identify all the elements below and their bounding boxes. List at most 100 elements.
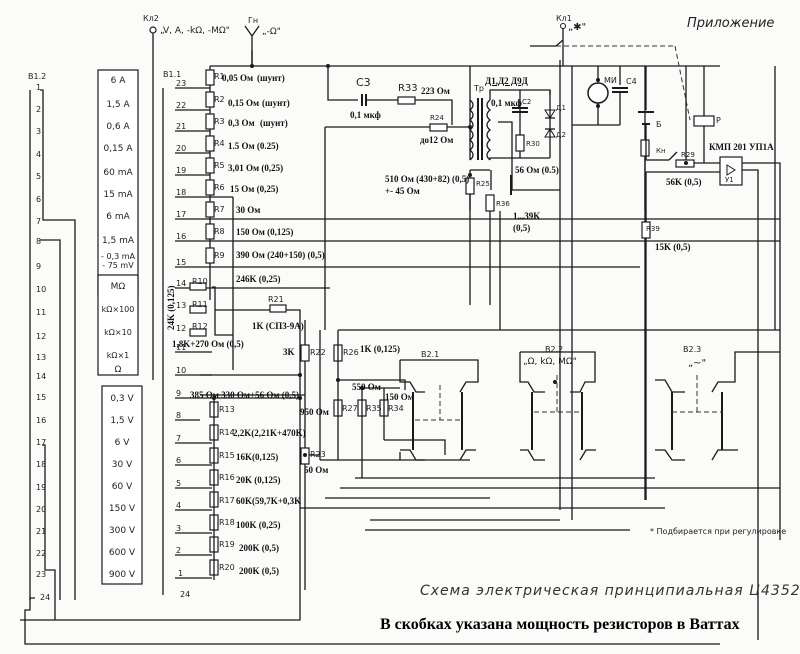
range-voltage: 900 V: [108, 570, 136, 580]
b1-2-pos: 4: [36, 150, 42, 159]
range-voltage: 150 V: [108, 504, 136, 514]
b1-1-pos: 22: [176, 101, 187, 110]
terminal-gn-label: Гн: [248, 16, 259, 25]
switch-b1-2-label: B1.2: [28, 72, 47, 81]
range-panels: [97, 69, 143, 585]
range-current: 15 mA: [103, 190, 133, 200]
terminal-kl1-label: Кл1: [556, 14, 572, 23]
rectifier: [498, 90, 560, 195]
switch-b2-2-symbol: [519, 351, 596, 461]
d2-ref: Д2: [556, 131, 566, 139]
battery-and-button: [638, 66, 720, 500]
b1-2-pos: 15: [36, 393, 47, 402]
range-voltage: 60 V: [111, 482, 133, 492]
switch-b2-2-label: B2.2: [545, 345, 564, 354]
range-voltage: 1,5 V: [110, 416, 134, 426]
c4-ref: C4: [626, 77, 637, 86]
range-current: 60 mA: [103, 168, 133, 178]
range-voltage: 600 V: [108, 548, 136, 558]
resistor-ref: R12: [192, 322, 208, 331]
range-voltage: 30 V: [111, 460, 133, 470]
b1-1-pos: 15: [176, 258, 187, 267]
resistor-value: 385 Ом 330 Ом+56 Ом (0,5): [190, 390, 300, 400]
c3-value: 0,1 мкф: [350, 110, 381, 120]
r33-value: 15K (0,5): [655, 242, 691, 252]
b1-1-pos: 20: [176, 144, 187, 153]
resistor-value: 3K: [283, 347, 295, 357]
switch-b1-1-contacts: [152, 60, 780, 595]
b1-1-pos: 18: [176, 188, 187, 197]
switch-b2-1-label: B2.1: [421, 350, 440, 359]
r25-ref: R25: [476, 180, 490, 188]
r24-ref: R24: [430, 114, 444, 122]
meter-section: [559, 60, 650, 520]
resistor-ref: R15: [219, 451, 235, 460]
b1-2-pos: 11: [36, 308, 47, 317]
r24-value: до12 Ом: [420, 135, 454, 145]
button-ref: Кн: [656, 147, 666, 155]
range-voltage: 0,3 V: [110, 394, 134, 404]
b1-2-pos: 8: [36, 237, 42, 246]
switch-b2-1-symbol: [399, 359, 479, 461]
range-current: 0,15 A: [103, 144, 133, 154]
b1-2-pos: 19: [36, 483, 47, 492]
resistor-value: 200K (0,5): [239, 543, 279, 553]
resistor-ref: R34: [388, 404, 404, 413]
resistor-ref: R20: [219, 563, 235, 572]
amplifier-ic: [719, 66, 781, 640]
r36-ref: R36: [496, 200, 510, 208]
range-voltage: 300 V: [108, 526, 136, 536]
b1-1-pos: 6: [176, 456, 182, 465]
resistor-value: 16K(0,125): [236, 452, 279, 462]
range-resistance: Ω: [114, 365, 122, 375]
b1-2-pos: 18: [36, 460, 47, 469]
b1-2-pos: 1: [36, 83, 42, 92]
switch-b1-2-contacts: [24, 89, 720, 645]
footnote: * Подбирается при регулировке: [650, 527, 787, 536]
b1-1-pos: 12: [176, 324, 187, 333]
resistor-value: 0,3 Ом: [228, 118, 255, 128]
kl1-contact: [530, 23, 566, 66]
r29-value: 56 Ом (0.5): [515, 165, 559, 175]
resistor-value: 1K (СП3-9А): [252, 321, 304, 331]
range-current: 6 mA: [106, 212, 130, 222]
diagram-title: Схема электрическая принципиальная Ц4352: [420, 583, 800, 599]
b1-1-pos: 19: [176, 166, 187, 175]
b1-1-pos: 1: [178, 569, 184, 578]
resistor-value: 100K (0,25): [236, 520, 281, 530]
r25-tolerance: +- 45 Ом: [385, 186, 420, 196]
resistor-ref: R8: [214, 227, 225, 236]
resistor-value: 550 Ом: [352, 382, 381, 392]
b1-1-pos: 24: [180, 590, 191, 599]
b1-2-pos: 13: [36, 353, 47, 362]
c2-ref: C2: [522, 98, 532, 106]
appendix-label: Приложение: [687, 16, 775, 31]
range-current: 0,6 A: [106, 122, 130, 132]
resistor-ref: R22: [310, 348, 326, 357]
range-resistance: kΩ×100: [101, 305, 135, 314]
resistor-value: 24K (0,125): [166, 285, 176, 331]
resistor-value: 1K (0,125): [360, 344, 400, 354]
resistor-ref: R9: [214, 251, 225, 260]
terminal-gn-mode: „-Ω": [262, 27, 281, 37]
b1-2-pos: 20: [36, 505, 47, 514]
resistor-value: 30 Ом: [236, 205, 261, 215]
resistor-ref: R1: [214, 72, 225, 81]
resistor-value: 0,15 Ом: [228, 98, 260, 108]
junction-dots: [212, 64, 688, 457]
b1-1-pos: 11: [176, 343, 187, 352]
b1-2-pos: 17: [36, 438, 47, 447]
c3-ref: C3: [356, 76, 371, 89]
input-terminals: [149, 25, 260, 66]
resistor-ref: R14: [219, 428, 235, 437]
resistor-ref: R19: [219, 540, 235, 549]
resistor-value: 950 Ом: [300, 407, 329, 417]
resistor-ref: R4: [214, 139, 225, 148]
b1-1-pos: 3: [176, 524, 182, 533]
resistor-ref: R21: [268, 295, 284, 304]
r36-value: 1...39K: [513, 211, 541, 221]
b1-1-pos: 23: [176, 79, 187, 88]
b1-1-pos: 13: [176, 301, 187, 310]
range-resistance: kΩ×1: [106, 351, 130, 360]
range-current: - 0,3 mA - 75 mV: [101, 252, 135, 270]
